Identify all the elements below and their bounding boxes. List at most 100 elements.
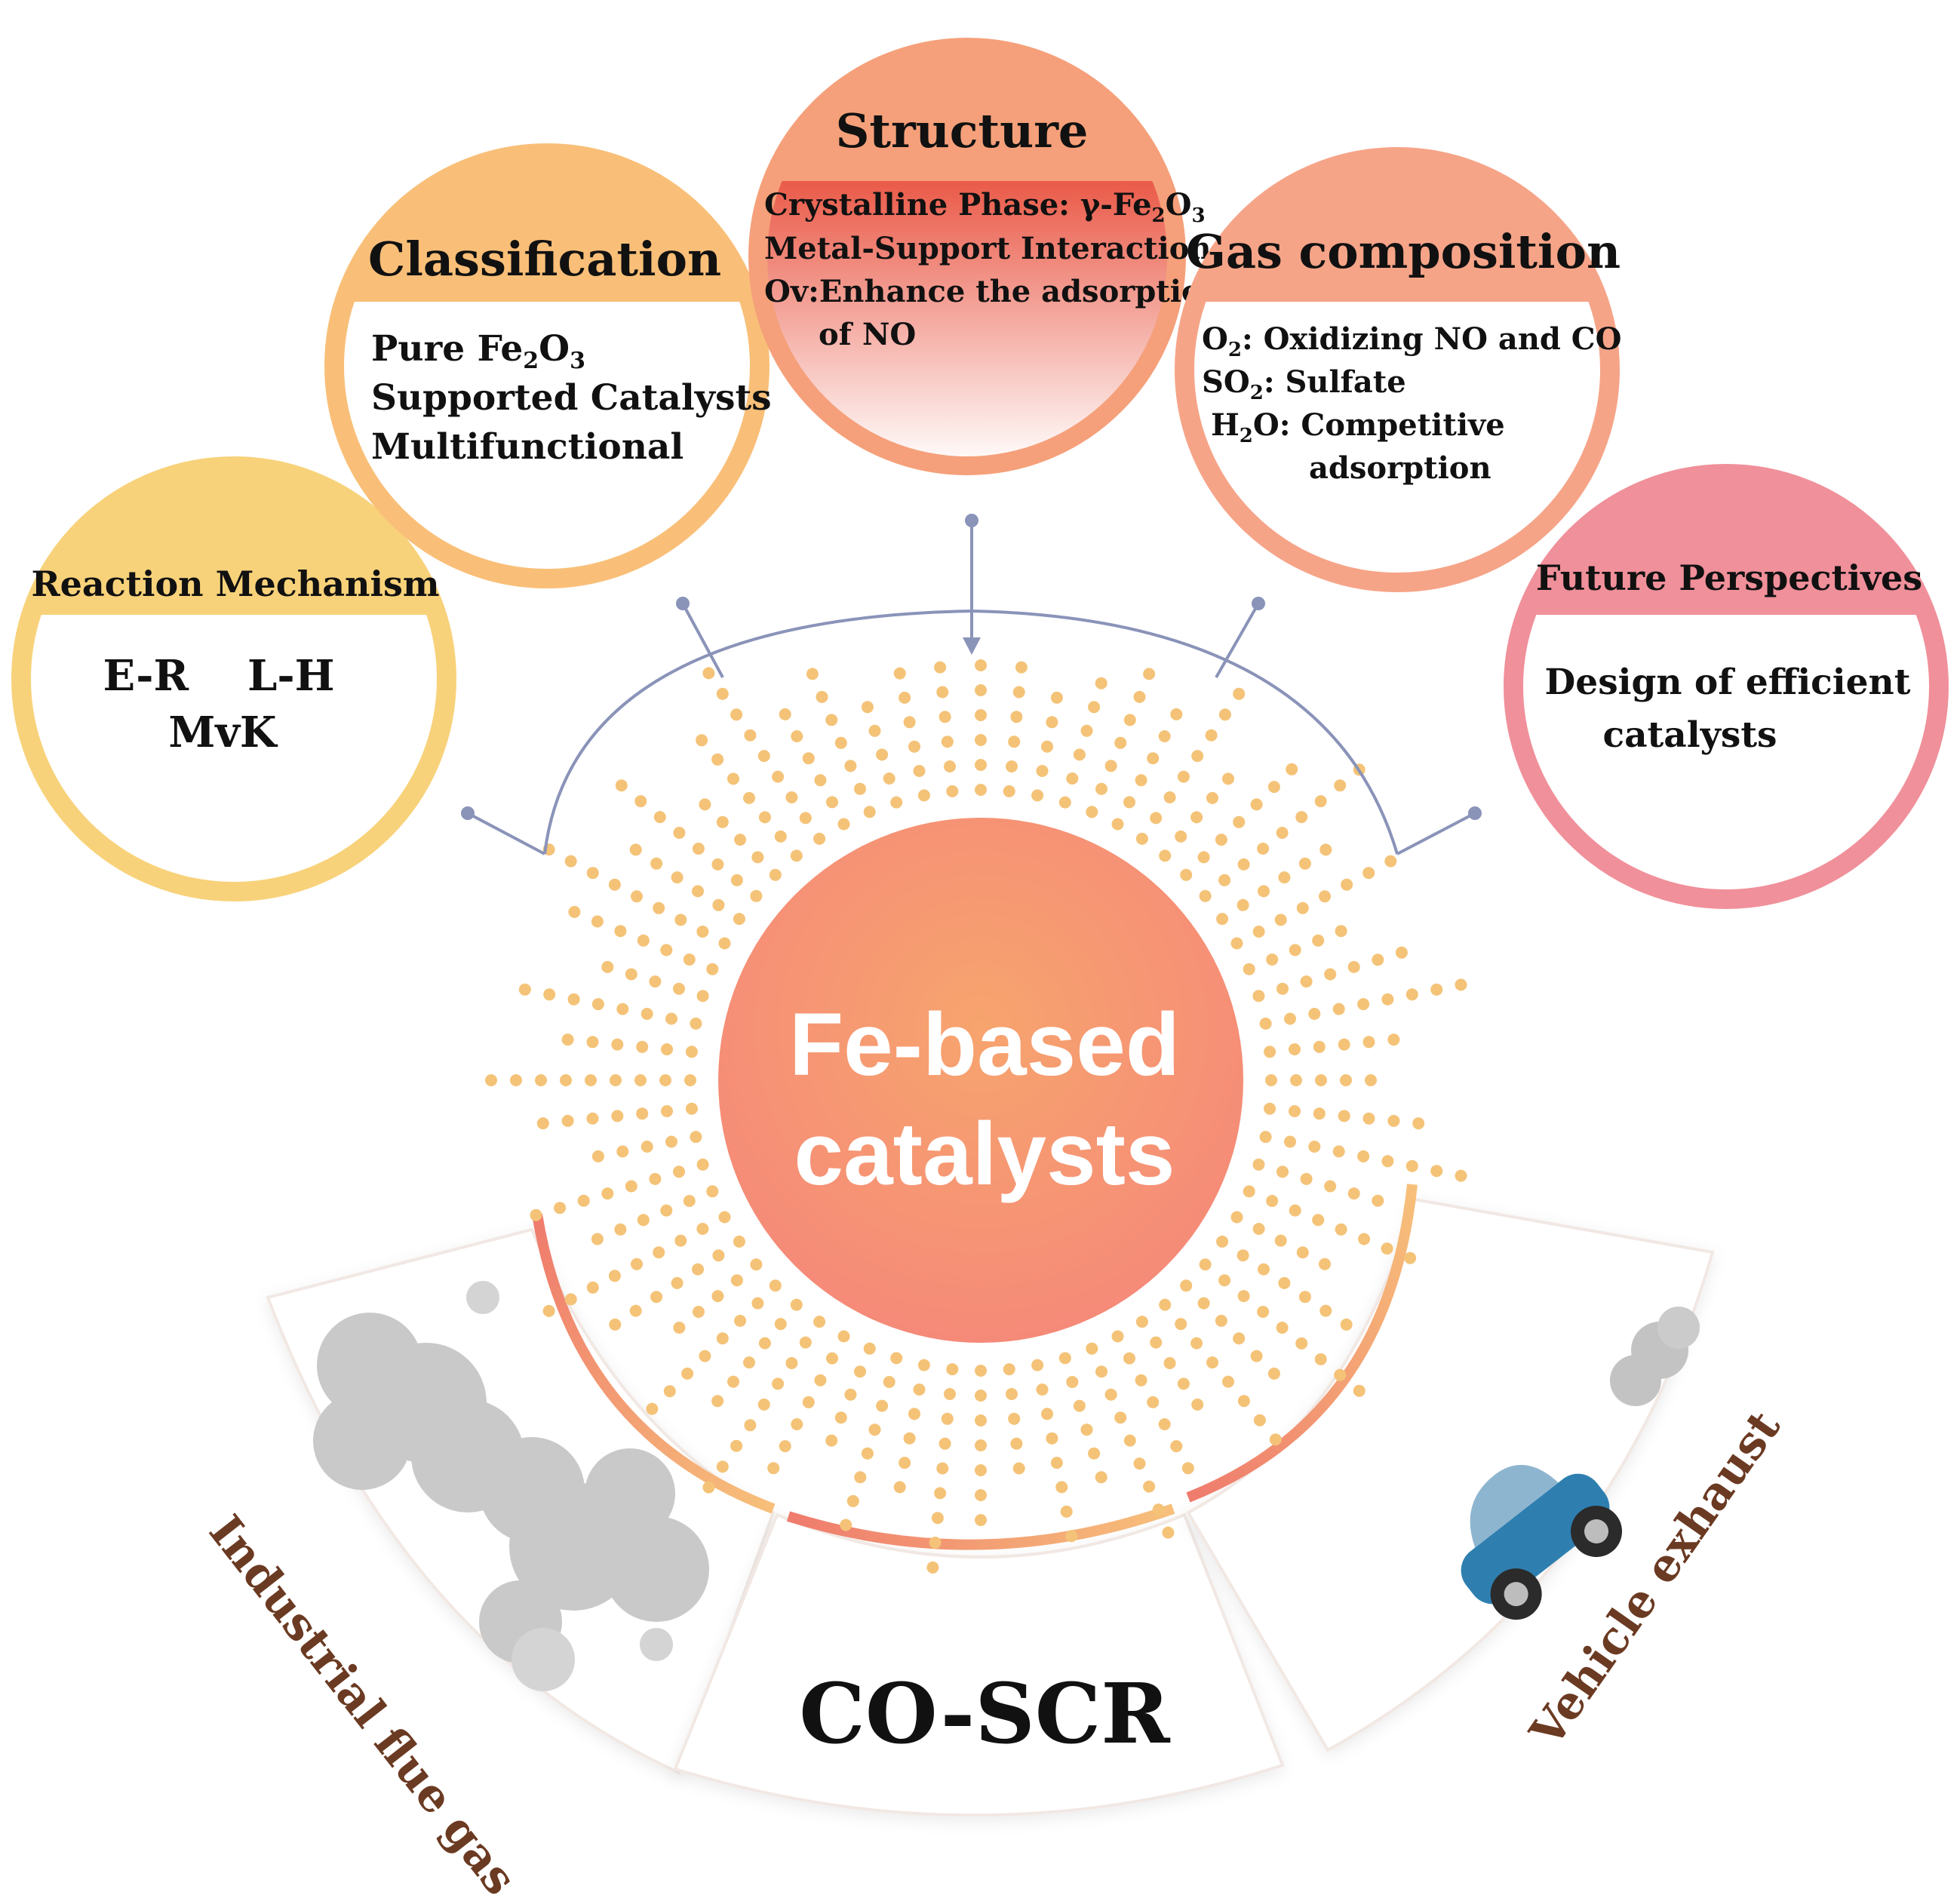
sunburst-dot: [790, 1298, 803, 1311]
sunburst-dot: [1006, 1388, 1018, 1400]
sunburst-dot: [611, 1038, 624, 1051]
sunburst-dot: [692, 843, 705, 855]
sunburst-dot: [1218, 874, 1231, 886]
sunburst-dot: [769, 868, 782, 881]
connector-line-fp: [1396, 812, 1476, 855]
sunburst-dot: [1008, 1412, 1021, 1425]
sunburst-dot: [939, 711, 951, 723]
future-perspectives-title: Future Perspectives: [1536, 557, 1922, 598]
sunburst-dot: [673, 1322, 686, 1334]
sunburst-dot: [586, 867, 599, 880]
sunburst-dot: [591, 998, 604, 1011]
sunburst-dot: [564, 855, 577, 868]
sunburst-dot: [861, 701, 874, 714]
sunburst-dot: [665, 1135, 677, 1148]
sunburst-dot: [779, 708, 791, 720]
sunburst-dot: [699, 798, 711, 811]
sunburst-dot: [825, 714, 838, 726]
sunburst-dot: [1313, 1107, 1326, 1120]
sunburst-dot: [1332, 1145, 1345, 1158]
sunburst-dot: [1289, 1105, 1301, 1117]
sunburst-dot: [711, 1290, 724, 1303]
sunburst-dot: [653, 811, 666, 824]
gas-composition-o2: O2: Oxidizing NO and CO: [1202, 321, 1621, 361]
sunburst-dot: [696, 926, 709, 938]
sunburst-dot: [785, 791, 798, 803]
sunburst-dot: [1319, 1258, 1331, 1270]
sunburst-dot: [814, 1374, 827, 1387]
sunburst-dot: [1257, 843, 1270, 855]
sunburst-dot: [660, 1204, 673, 1217]
sunburst-dot: [975, 1390, 987, 1402]
sunburst-dot: [1065, 1530, 1078, 1543]
sunburst-dot: [1159, 1298, 1172, 1311]
sunburst-dot: [716, 1460, 729, 1473]
sunburst-dot: [1143, 668, 1156, 680]
sunburst-dot: [917, 789, 930, 802]
sunburst-dot: [614, 925, 627, 938]
sunburst-dot: [1259, 1017, 1272, 1030]
sunburst-dot: [1274, 914, 1287, 926]
sunburst-dot: [561, 1114, 574, 1127]
sunburst-dot: [1250, 1350, 1263, 1362]
ring-arcs: [532, 1184, 1418, 1550]
connector-dot-st: [965, 514, 978, 527]
sunburst-dot: [846, 1494, 859, 1507]
sunburst-dot: [1319, 843, 1332, 856]
sunburst-dot: [883, 772, 896, 785]
sunburst-dot: [837, 818, 850, 831]
sunburst-dot: [734, 834, 747, 846]
sunburst-dot: [1387, 1114, 1400, 1127]
sunburst-dot: [660, 944, 673, 957]
sunburst-dot: [890, 796, 903, 809]
sunburst-dot: [834, 736, 847, 749]
sunburst-dot: [1237, 1395, 1250, 1408]
connector-dot-cl: [676, 597, 690, 610]
sunburst-dot: [1206, 791, 1218, 804]
sunburst-dot: [1295, 1337, 1308, 1350]
sunburst-dot: [1150, 812, 1163, 825]
sunburst-dot: [1135, 1316, 1148, 1328]
sunburst-dot: [616, 1003, 629, 1015]
sunburst-dot: [1358, 1233, 1371, 1245]
sunburst-dot: [611, 1110, 624, 1122]
sunburst-dot: [1190, 811, 1203, 824]
sunburst-dot: [893, 667, 906, 680]
sunburst-dot: [750, 1258, 763, 1271]
sunburst-dot: [1265, 1074, 1277, 1086]
sunburst-dot: [1252, 1158, 1265, 1171]
sunburst-dot: [1158, 730, 1171, 742]
sunburst-dot: [653, 901, 665, 914]
sunburst-dot: [1197, 851, 1210, 864]
sunburst-dot: [1404, 1251, 1417, 1264]
sunburst-dot: [1133, 1457, 1146, 1470]
sunburst-dot: [975, 709, 987, 721]
sunburst-dot: [1058, 1352, 1071, 1365]
sunburst-dot: [1050, 691, 1063, 704]
sunburst-dot: [1199, 889, 1212, 902]
sunburst-dot: [1218, 708, 1231, 721]
sunburst-dot: [1258, 885, 1270, 898]
sunburst-dot: [712, 898, 725, 911]
sunburst-dot: [1340, 1074, 1352, 1086]
sunburst-dot: [1216, 913, 1229, 926]
ring-arc-left: [532, 1213, 776, 1514]
sunburst-dot: [1362, 867, 1375, 880]
sunburst-dot: [1181, 1462, 1194, 1475]
sunburst-dot: [1430, 1165, 1443, 1178]
sunburst-dot: [631, 1258, 643, 1270]
sunburst-dot: [1284, 1012, 1296, 1025]
sunburst-dot: [609, 1318, 622, 1331]
sunburst-dot: [1123, 1434, 1136, 1447]
center-circle: [718, 818, 1243, 1343]
sunburst-dot: [779, 1440, 791, 1453]
sunburst-dot: [510, 1074, 522, 1086]
sunburst-dot: [1300, 975, 1313, 988]
sunburst-dot: [1365, 1074, 1377, 1086]
sunburst-dot: [1123, 796, 1135, 809]
sunburst-dot: [1357, 998, 1370, 1011]
sunburst-dot: [1319, 890, 1331, 903]
classification-circle: Classification Pure Fe2O3 Supported Cata…: [324, 143, 772, 588]
sunburst-dot: [854, 782, 866, 795]
